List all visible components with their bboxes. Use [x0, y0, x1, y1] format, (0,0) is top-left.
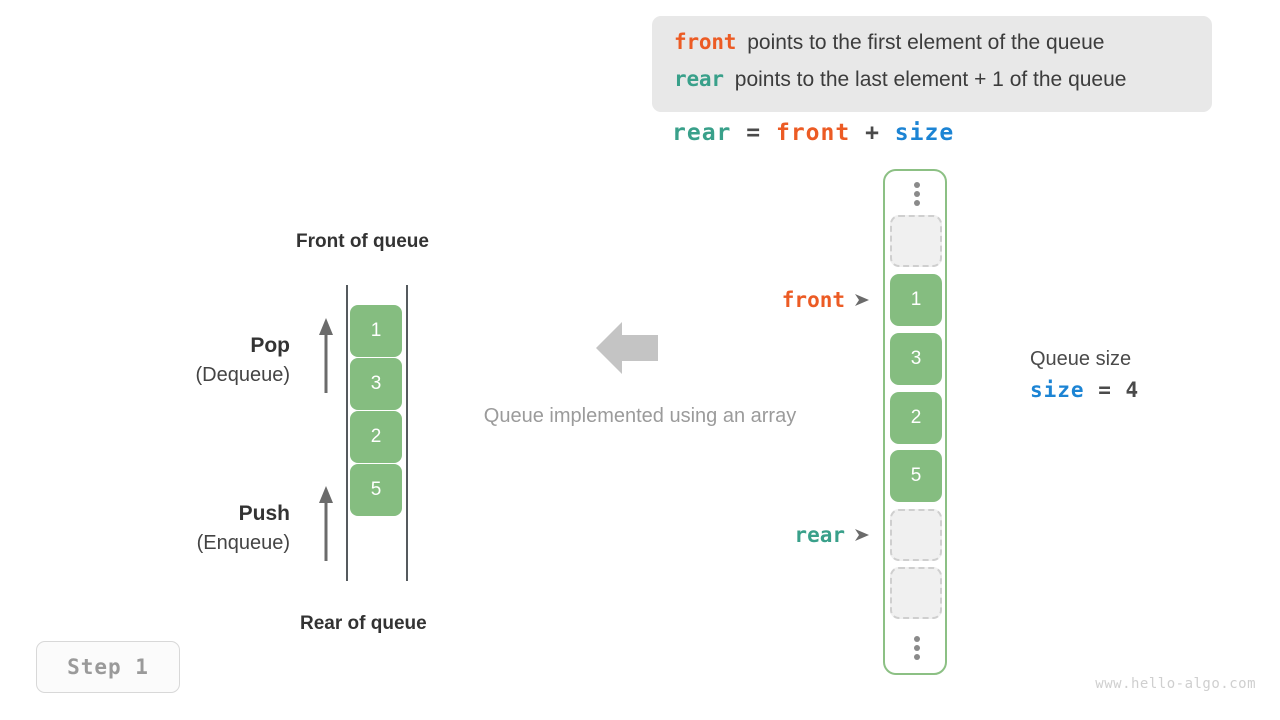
- push-up-arrow-icon: [319, 486, 333, 561]
- formula-plus-sign: +: [865, 120, 880, 146]
- queue-cell: 2: [350, 411, 402, 463]
- formula-rear-equals-front-plus-size: rear = front + size: [672, 120, 954, 146]
- size-value: 4: [1125, 378, 1140, 402]
- array-slot: 2: [890, 392, 942, 444]
- legend-text-front: points to the first element of the queue: [747, 31, 1105, 54]
- rear-pointer-label: rear: [794, 523, 845, 547]
- queue-cell: 5: [350, 464, 402, 516]
- vertical-ellipsis-icon-bottom: [885, 633, 949, 663]
- queue-cell: 3: [350, 358, 402, 410]
- array-slot: 3: [890, 333, 942, 385]
- legend-keyword-front: front: [674, 30, 737, 54]
- dot: [914, 636, 920, 642]
- queue-size-annotation: Queue size size = 4: [1030, 344, 1139, 406]
- array-container: 1 3 2 5: [883, 169, 947, 675]
- dot: [914, 645, 920, 651]
- formula-term-front: front: [775, 120, 851, 146]
- queue-size-title: Queue size: [1030, 348, 1132, 370]
- queue-rail-left: [346, 285, 348, 581]
- queue-cell: 1: [350, 305, 402, 357]
- pointer-triangle-icon: [855, 294, 869, 306]
- dot: [914, 200, 920, 206]
- legend-line-rear: rear points to the last element + 1 of t…: [674, 67, 1190, 104]
- dot: [914, 182, 920, 188]
- array-slot-empty: [890, 509, 942, 561]
- formula-lhs-rear: rear: [672, 120, 732, 146]
- pop-title: Pop: [250, 334, 290, 357]
- legend-line-front: front points to the first element of the…: [674, 30, 1190, 67]
- legend-callout-box: front points to the first element of the…: [652, 16, 1212, 112]
- push-operation-label: Push (Enqueue): [180, 500, 290, 558]
- array-slot: 1: [890, 274, 942, 326]
- push-title: Push: [238, 502, 290, 525]
- queue-size-expression: size = 4: [1030, 374, 1139, 406]
- front-of-queue-label: Front of queue: [296, 231, 429, 252]
- diagram-caption: Queue implemented using an array: [483, 405, 797, 427]
- legend-keyword-rear: rear: [674, 67, 724, 91]
- pop-subtitle: (Dequeue): [195, 364, 290, 386]
- left-arrow-icon: [596, 322, 658, 374]
- push-subtitle: (Enqueue): [196, 532, 290, 554]
- rear-pointer: rear: [700, 523, 870, 547]
- array-slot-empty: [890, 215, 942, 267]
- array-slot-empty: [890, 567, 942, 619]
- vertical-ellipsis-icon-top: [885, 179, 949, 209]
- formula-term-size: size: [894, 120, 955, 146]
- front-pointer-label: front: [781, 288, 845, 312]
- pop-operation-label: Pop (Dequeue): [180, 332, 290, 390]
- watermark: www.hello-algo.com: [1095, 676, 1256, 692]
- front-pointer: front: [700, 288, 870, 312]
- dot: [914, 191, 920, 197]
- pop-up-arrow-icon: [319, 318, 333, 393]
- queue-rail-right: [406, 285, 408, 581]
- size-variable: size: [1030, 378, 1085, 402]
- step-badge: Step 1: [36, 641, 180, 693]
- formula-equals-sign: =: [746, 120, 762, 146]
- array-slot: 5: [890, 450, 942, 502]
- legend-text-rear: points to the last element + 1 of the qu…: [734, 68, 1127, 91]
- dot: [914, 654, 920, 660]
- rear-of-queue-label: Rear of queue: [300, 613, 427, 634]
- size-equals-sign: =: [1098, 378, 1112, 402]
- pointer-triangle-icon: [855, 529, 869, 541]
